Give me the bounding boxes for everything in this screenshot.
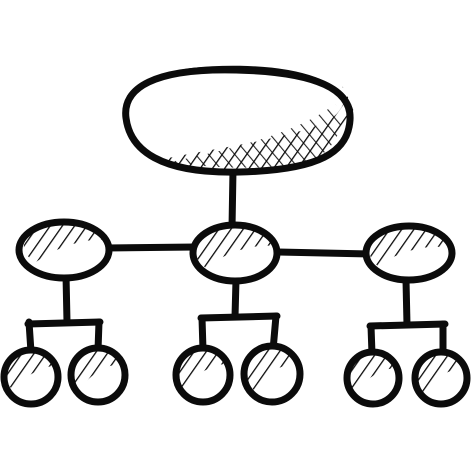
child-node-right [362, 222, 456, 284]
leaf-nodes [0, 342, 471, 408]
leaf-node-5 [343, 348, 403, 408]
leaf-node-3 [172, 344, 234, 406]
leaf-node-2 [67, 344, 129, 406]
child-node-left [15, 218, 113, 282]
child-node-center [189, 221, 281, 285]
leaf-node-6 [411, 348, 471, 408]
leaf-node-4 [240, 342, 304, 406]
leaf-node-1 [0, 346, 62, 408]
root-node [122, 65, 354, 176]
